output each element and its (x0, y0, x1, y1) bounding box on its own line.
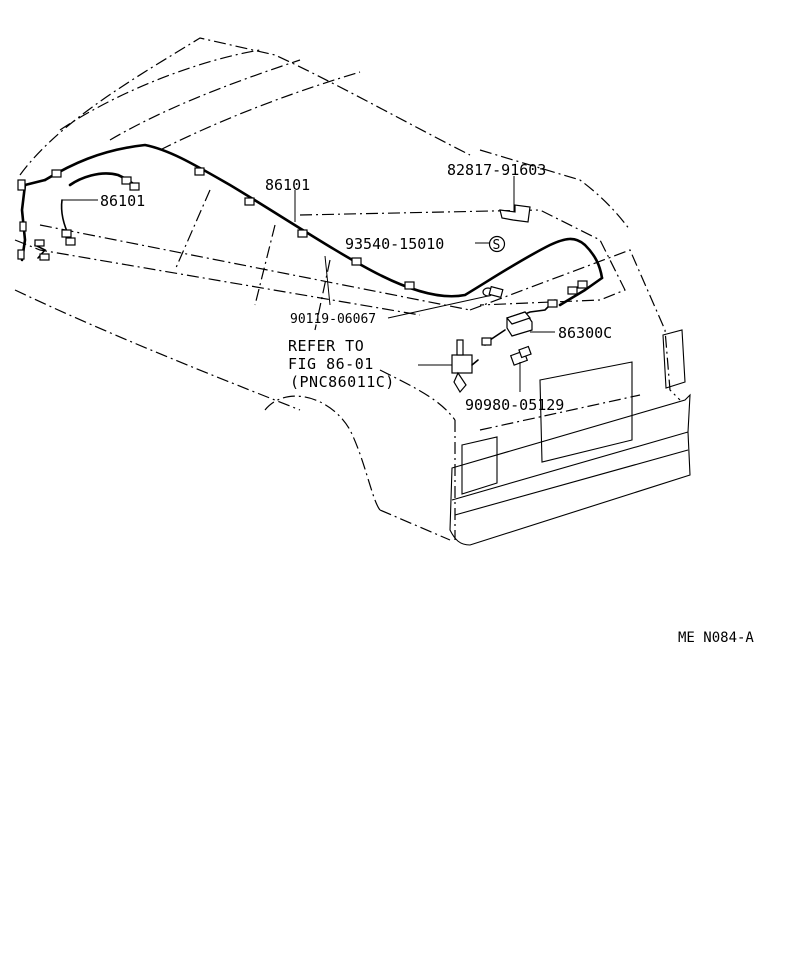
pillar-2 (254, 224, 276, 306)
license-plate-recess (539, 361, 633, 463)
rear-bumper (449, 393, 691, 546)
clip (19, 221, 27, 232)
roof-outline (19, 37, 471, 176)
vehicle-body-outline (14, 37, 691, 546)
bracket-82817 (499, 204, 531, 223)
clip (547, 299, 558, 308)
clip (567, 286, 578, 295)
leader-lines (62, 176, 555, 392)
clip (297, 229, 308, 238)
clip (481, 337, 492, 346)
clip (34, 239, 45, 247)
clip (351, 257, 362, 266)
leader-90119-up (324, 255, 331, 306)
reference-line-3: (PNC86011C) (290, 373, 395, 391)
clip (194, 167, 205, 176)
clip (17, 179, 26, 191)
label-86300c: 86300C (558, 324, 612, 342)
roof-ridge-1 (59, 49, 261, 131)
roof-rear-edge (479, 149, 631, 231)
rear-panel-line (479, 394, 641, 431)
reference-line-2: FIG 86-01 (288, 355, 374, 373)
label-86101-left: 86101 (100, 192, 145, 210)
harness-clips (17, 167, 588, 346)
roof-ridge-3 (159, 71, 361, 151)
rear-lamp-right (662, 329, 686, 389)
clip (65, 237, 76, 246)
rocker-panel (379, 509, 451, 541)
clip (61, 229, 72, 238)
harness-right-drop (558, 276, 604, 307)
clip (404, 281, 415, 290)
tailgate-outline (469, 249, 681, 401)
marker-s-circle: S (488, 235, 506, 253)
label-86101-top: 86101 (265, 176, 310, 194)
reference-note: REFER TO FIG 86-01 (PNC86011C) (288, 337, 395, 391)
label-90980-05129: 90980-05129 (465, 396, 564, 414)
clip (51, 169, 62, 178)
pillar-1 (174, 189, 211, 271)
pillar-3 (314, 259, 331, 331)
leader-90119 (387, 295, 489, 319)
bolt-90119 (482, 285, 504, 299)
reference-line-1: REFER TO (288, 337, 364, 355)
connector-90980 (509, 345, 532, 366)
label-93540-15010: 93540-15010 (345, 235, 444, 253)
label-82817-91603: 82817-91603 (447, 161, 546, 179)
clip (17, 249, 25, 260)
side-panel-lower (14, 289, 301, 411)
referenced-part-86011c (451, 339, 479, 394)
module-86300c (505, 311, 533, 337)
harness-left-drop (20, 178, 47, 262)
roof-ridge-2 (109, 59, 301, 141)
label-90119-06067: 90119-06067 (290, 312, 376, 327)
clip (577, 280, 588, 289)
clip (244, 197, 255, 206)
rear-quarter (379, 369, 456, 421)
harness-main-run (43, 143, 604, 298)
bumper-strip (454, 449, 689, 516)
diagram-code: ME N084-A (678, 630, 754, 646)
rear-lamp-left (461, 436, 498, 495)
clip (39, 253, 50, 261)
clip (121, 176, 132, 185)
marker-s-text: S (493, 238, 501, 253)
window-beltline (39, 224, 471, 311)
clip (129, 182, 140, 191)
wheel-arch (264, 395, 381, 511)
